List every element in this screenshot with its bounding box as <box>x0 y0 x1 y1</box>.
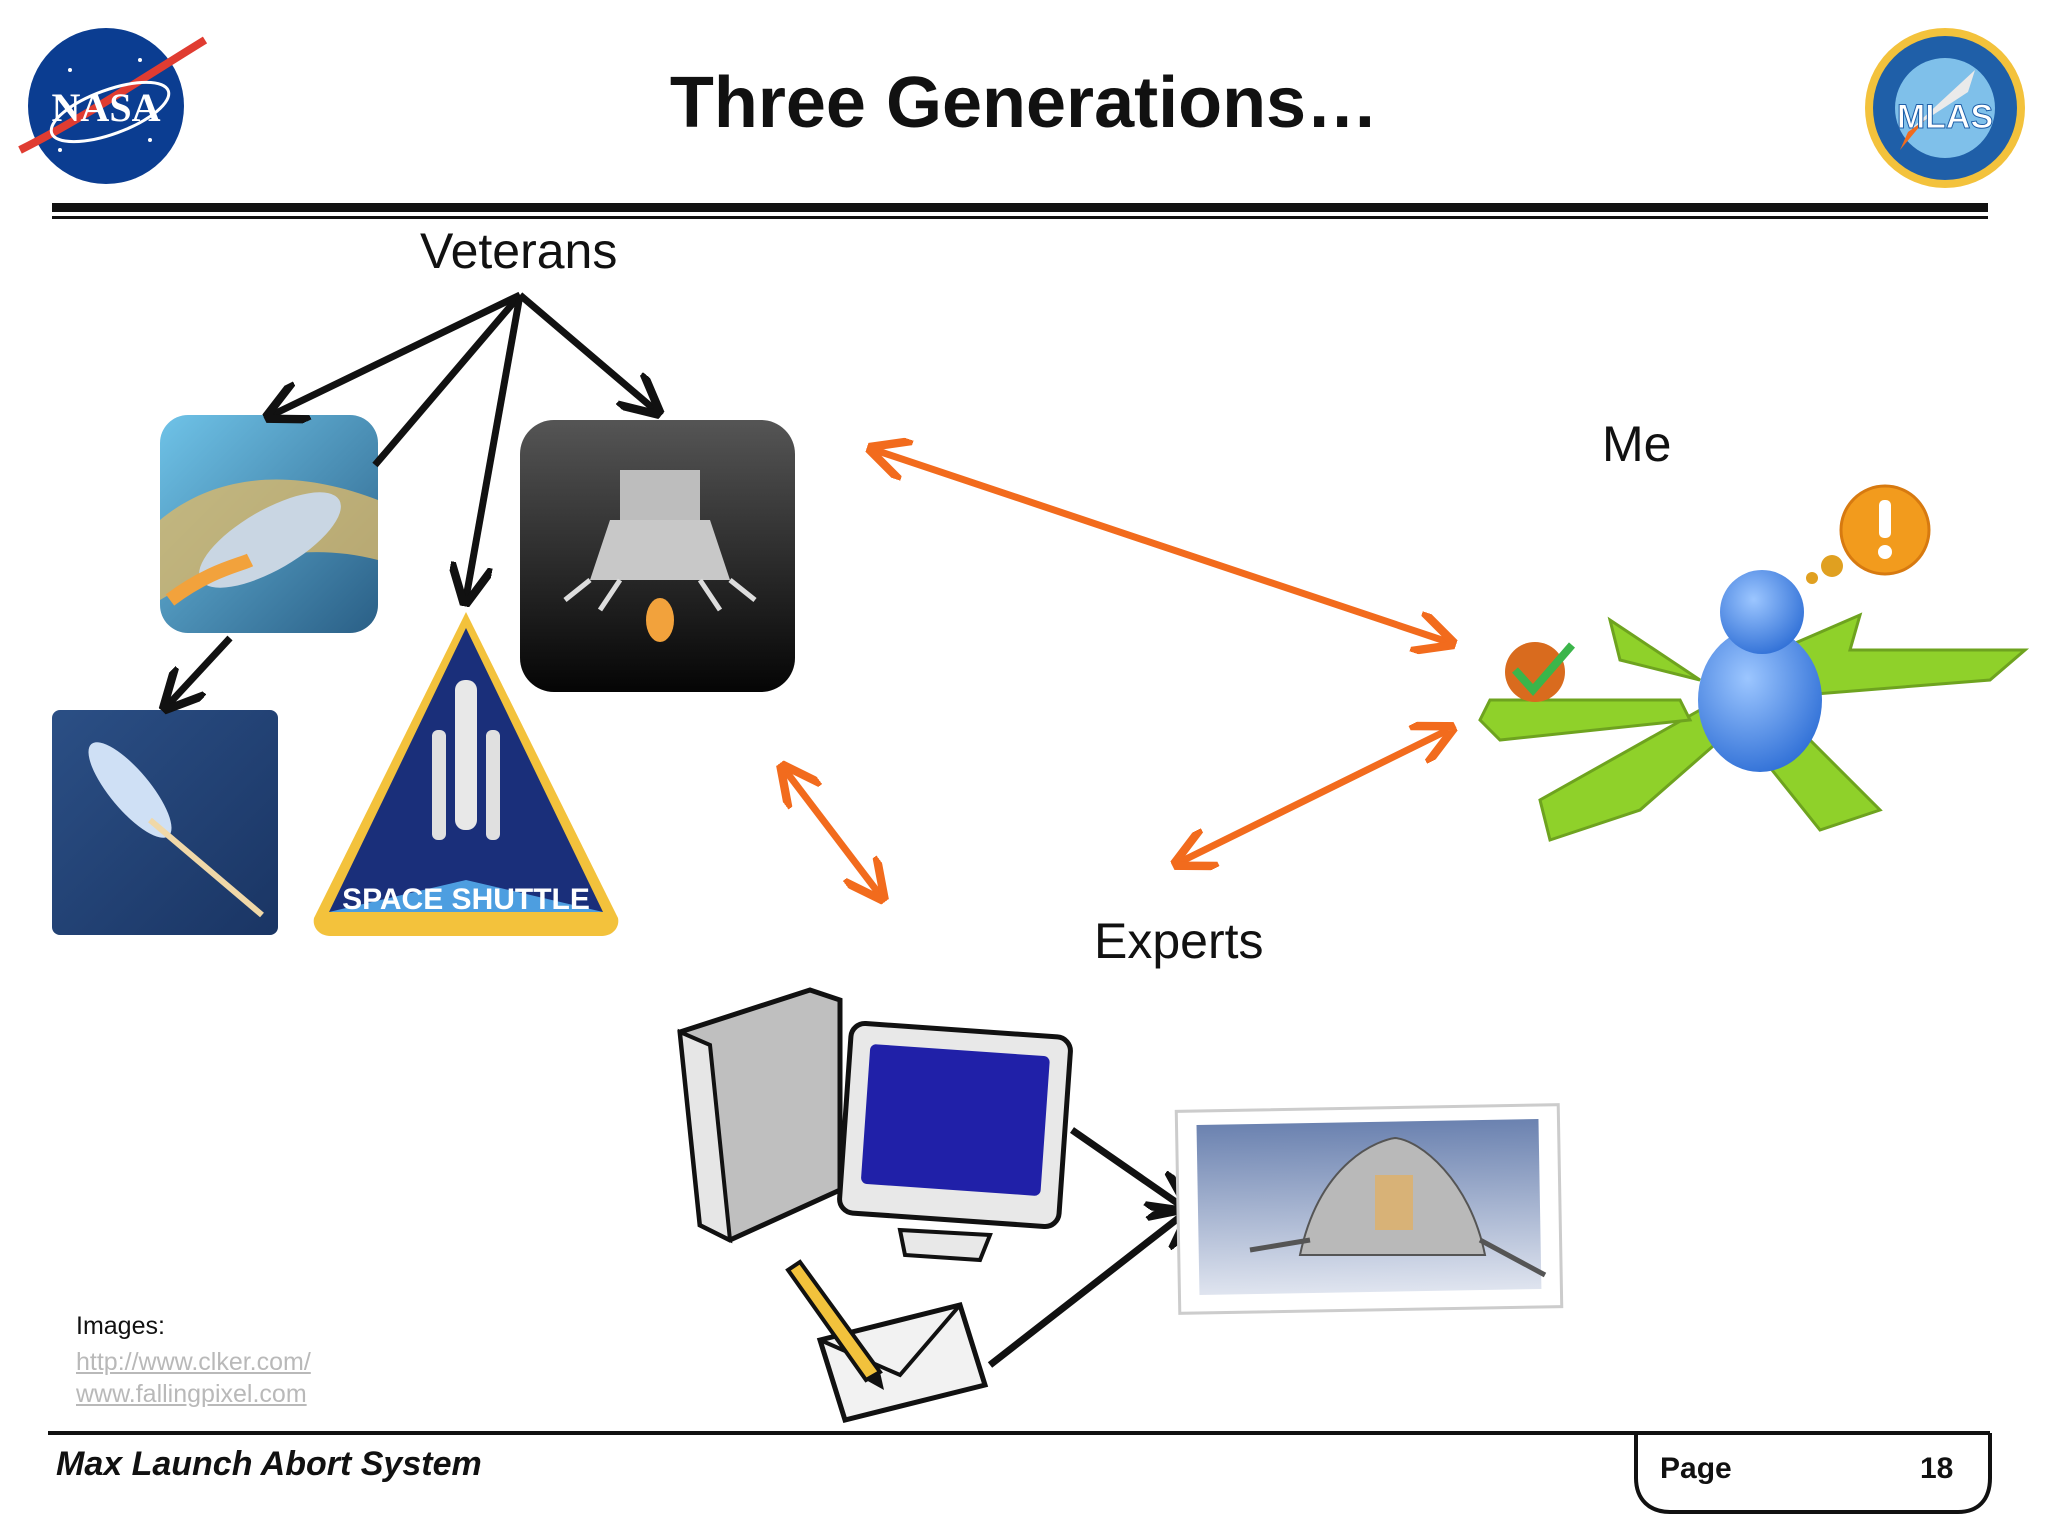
nasa-logo: NASA <box>18 28 208 184</box>
page-number: 18 <box>1920 1452 1954 1485</box>
header-rule-thin <box>52 216 1988 219</box>
space-shuttle-patch: SPACE SHUTTLE <box>313 612 619 936</box>
shuttle-patch-text: SPACE SHUTTLE <box>342 883 590 916</box>
computer-graphic <box>677 987 1073 1263</box>
mlas-logo-text: MLAS <box>1897 98 1993 136</box>
envelope-pencil-graphic <box>785 1259 989 1423</box>
lunar-lander-image <box>520 420 795 692</box>
mlas-patch-logo: MLAS <box>1865 28 2025 188</box>
orange-arrows <box>785 450 1448 895</box>
earth-capsule-image <box>160 415 378 633</box>
page-label: Page <box>1660 1452 1732 1485</box>
page-title: Three Generations… <box>669 63 1379 143</box>
experts-label: Experts <box>1094 913 1264 969</box>
me-label: Me <box>1602 416 1672 472</box>
rocket-image <box>52 710 278 935</box>
credit-link-fallingpixel[interactable]: www.fallingpixel.com <box>76 1380 307 1408</box>
credit-link-clker[interactable]: http://www.clker.com/ <box>76 1348 311 1376</box>
capsule-render-image <box>1174 1103 1564 1315</box>
veterans-label: Veterans <box>420 223 618 279</box>
header-rule-thick <box>52 203 1988 212</box>
me-person-graphic <box>1478 484 2030 842</box>
nasa-logo-text: NASA <box>52 85 161 130</box>
image-credits-heading: Images: <box>76 1312 165 1340</box>
footer-lines <box>48 1431 1992 1514</box>
veterans-arrows <box>168 291 655 705</box>
experts-arrows <box>987 1127 1185 1368</box>
footer-title: Max Launch Abort System <box>56 1445 482 1483</box>
